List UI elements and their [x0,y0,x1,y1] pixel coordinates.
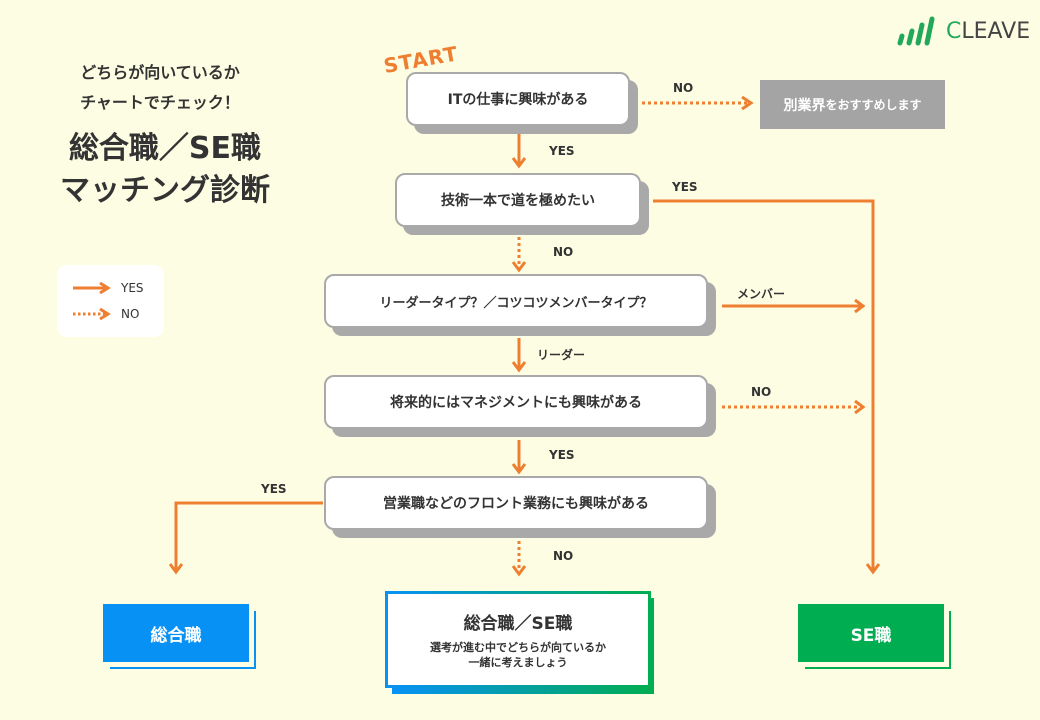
legend: YES NO [57,265,164,337]
subtitle-line-2: チャートでチェック！ [80,93,240,112]
result-sogo[interactable]: 総合職 [103,604,249,662]
question-box-front-office-interest[interactable]: 営業職などのフロント業務にも興味がある [324,476,708,530]
other-industry-rest: をおすすめします [825,98,922,112]
legend-no: NO [71,307,139,321]
question-text: 技術一本で道を極めたい [441,193,595,209]
result-both-label: 総合職／SE職 [463,614,573,634]
question-box-leader-or-member[interactable]: リーダータイプ？／コツコツメンバータイプ？ [324,274,708,328]
arrow-q2-no [511,237,527,273]
arrow-q4-yes [511,440,527,475]
page-title: 総合職／SE職 マッチング診断 [30,128,300,212]
arrow-q1-yes [511,133,527,169]
question-box-tech-mastery[interactable]: 技術一本で道を極めたい [395,173,641,227]
edge-label-q5-no: NO [553,549,574,563]
edge-label-q5-yes: YES [261,482,287,496]
question-text: リーダータイプ？／コツコツメンバータイプ？ [379,295,653,311]
legend-yes: YES [71,281,144,295]
solid-arrow-icon [73,282,111,294]
question-text: 将来的にはマネジメントにも興味がある [390,395,642,411]
result-both-desc-line-2: 一緒に考えましょう [468,656,568,669]
edge-label-q4-no: NO [751,385,772,399]
legend-no-label: NO [121,307,140,321]
edge-label-q2-no: NO [553,245,574,259]
arrow-q5-no [511,541,527,577]
result-both-desc-line-1: 選考が進む中でどちらが向ているか [430,641,606,654]
other-industry-main: 別業界 [783,97,826,114]
edge-label-q4-yes: YES [549,448,575,462]
other-industry-box[interactable]: 別業界をおすすめします [760,80,945,129]
page-subtitle: どちらが向いているか チャートでチェック！ [40,58,280,118]
brand-logo: CLEAVE [896,16,1030,46]
dotted-arrow-icon [73,308,111,320]
arrow-q3-leader [511,338,527,373]
arrow-q5-yes [168,501,323,575]
title-line-1: 総合職／SE職 [68,131,262,166]
edge-label-q1-no: NO [673,81,694,95]
bar-chart-logo-icon [897,16,935,46]
result-sogo-label: 総合職 [150,625,202,646]
arrow-q1-no [642,95,754,111]
arrow-q4-no [722,399,866,415]
title-line-2: マッチング診断 [60,173,270,208]
edge-label-q3-member: メンバー [737,287,786,301]
edge-label-q3-leader: リーダー [537,348,586,362]
question-box-it-interest[interactable]: ITの仕事に興味がある [406,72,630,126]
edge-label-q2-yes: YES [672,180,698,194]
question-box-management-interest[interactable]: 将来的にはマネジメントにも興味がある [324,375,708,429]
legend-yes-label: YES [121,281,144,295]
brand-name: CLEAVE [946,18,1031,44]
edge-label-q1-yes: YES [549,144,575,158]
result-both[interactable]: 総合職／SE職 選考が進む中でどちらが向ているか 一緒に考えましょう [385,591,651,688]
result-se[interactable]: SE職 [798,604,944,662]
question-text: ITの仕事に興味がある [447,92,589,108]
result-both-description: 選考が進む中でどちらが向ているか 一緒に考えましょう [430,640,606,670]
question-text: 営業職などのフロント業務にも興味がある [383,496,649,512]
arrow-q3-member [722,298,866,314]
result-se-label: SE職 [850,625,892,646]
subtitle-line-1: どちらが向いているか [80,63,240,82]
arrow-q2-yes [653,199,881,575]
